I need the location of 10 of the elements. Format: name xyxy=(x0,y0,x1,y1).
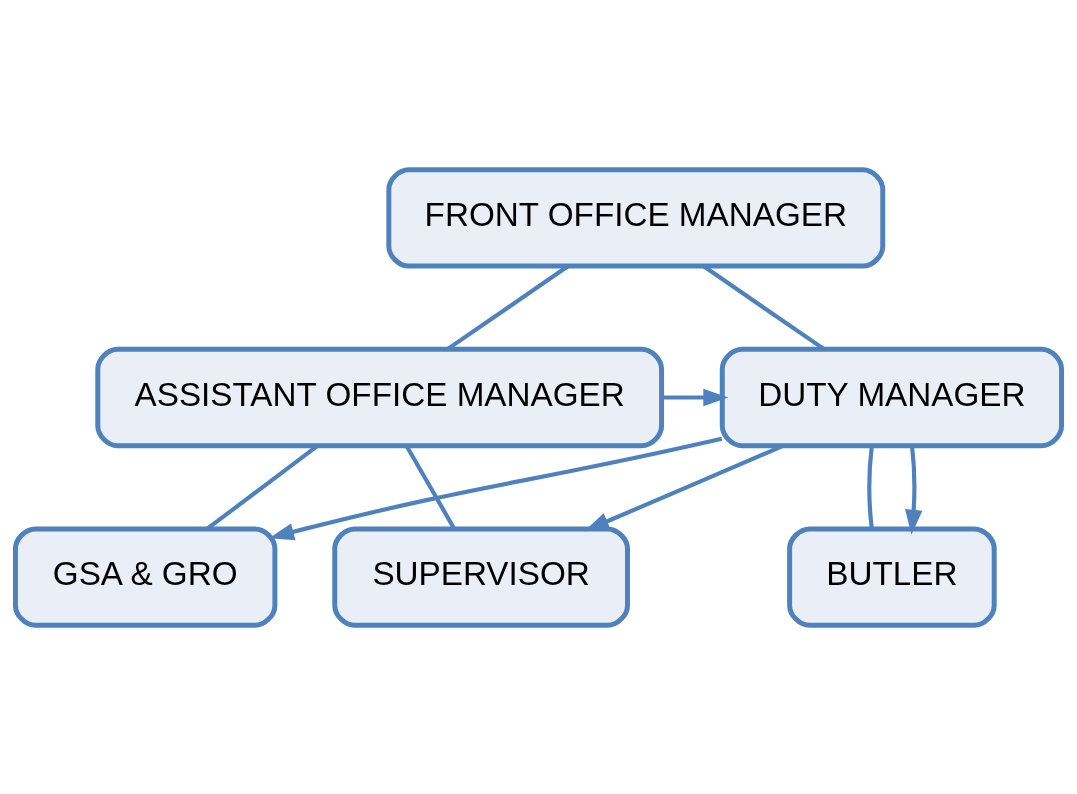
arrow xyxy=(269,436,723,540)
node-box: SUPERVISOR xyxy=(332,525,630,628)
arrow xyxy=(661,388,729,406)
node-box: DUTY MANAGER xyxy=(719,346,1065,448)
node-box: GSA & GRO xyxy=(12,525,278,628)
node-box: BUTLER xyxy=(787,525,997,628)
arrow xyxy=(905,445,923,535)
connector xyxy=(867,445,874,529)
node-box: FRONT OFFICE MANAGER xyxy=(386,166,886,269)
node-box: ASSISTANT OFFICE MANAGER xyxy=(95,346,665,448)
